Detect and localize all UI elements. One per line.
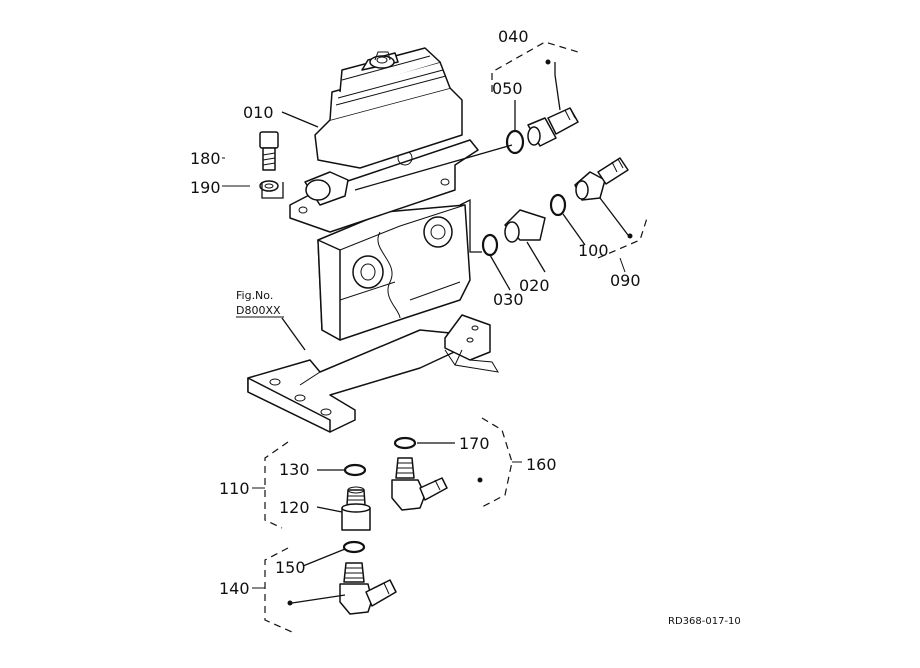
o-ring-050 [505, 129, 525, 155]
callout-140: 140 [219, 579, 250, 598]
lever-boot-housing [314, 47, 463, 169]
figure-ref-number: D800XX [236, 304, 281, 317]
adapter-040 [527, 107, 579, 147]
callout-050: 050 [492, 79, 523, 98]
union-020 [504, 209, 546, 243]
figure-ref-label: Fig.No. [236, 289, 273, 302]
callout-090: 090 [610, 271, 641, 290]
fitting-120 [341, 486, 371, 531]
washer-190 [259, 180, 279, 192]
flange-plug [304, 171, 349, 206]
callout-160: 160 [526, 455, 557, 474]
drawing-number: RD368-017-10 [668, 616, 741, 627]
bolt-180 [259, 131, 279, 171]
elbow-140 [339, 562, 397, 615]
mounting-bracket [247, 314, 499, 433]
callout-120: 120 [279, 498, 310, 517]
group-markers [287, 59, 633, 606]
o-ring-150 [342, 540, 366, 554]
callout-100: 100 [578, 241, 609, 260]
callout-020: 020 [519, 276, 550, 295]
o-ring-030 [481, 233, 499, 257]
leader-lines [222, 62, 629, 604]
o-ring-100 [549, 193, 567, 217]
adapter-090 [574, 157, 629, 201]
callout-010: 010 [243, 103, 274, 122]
callout-030: 030 [493, 290, 524, 309]
callout-040: 040 [498, 27, 529, 46]
group-brackets [252, 41, 649, 633]
callout-170: 170 [459, 434, 490, 453]
o-ring-130 [343, 463, 367, 477]
callout-150: 150 [275, 558, 306, 577]
callout-190: 190 [190, 178, 221, 197]
top-flange [289, 139, 479, 233]
o-ring-170 [393, 436, 417, 450]
callout-130: 130 [279, 460, 310, 479]
callout-180: 180 [190, 149, 221, 168]
callout-110: 110 [219, 479, 250, 498]
elbow-160 [391, 457, 448, 511]
valve-body [317, 204, 471, 341]
